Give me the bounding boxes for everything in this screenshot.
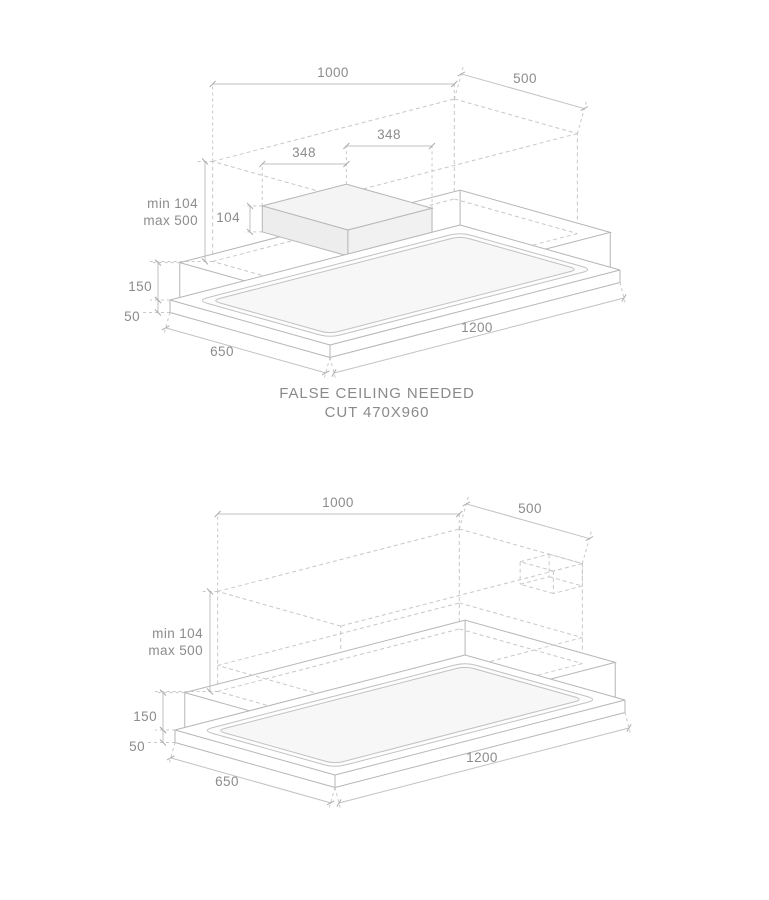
dim-label-top-depth: 500 (513, 71, 537, 86)
dim-label-top-depth: 500 (518, 501, 542, 516)
dim-label-height-min: min 104 (152, 626, 203, 641)
dim-label-height-max: max 500 (148, 643, 203, 658)
dim-label-height-max: max 500 (143, 213, 198, 228)
dim-label-body-height: 150 (128, 279, 152, 294)
diagram-bottom-view: 1000 500 min 104 max 500 150 50 650 1200 (129, 495, 632, 808)
dim-label-hood-width: 1200 (461, 320, 493, 335)
dim-label-duct-width: 348 (377, 127, 401, 142)
dim-label-top-width: 1000 (317, 65, 349, 80)
dim-label-duct-height: 104 (216, 210, 240, 225)
dim-label-duct-depth: 348 (292, 145, 316, 160)
bottom-view-linework (148, 496, 632, 808)
dim-label-flange-height: 50 (129, 739, 145, 754)
false-ceiling-note-line2: CUT 470X960 (325, 404, 430, 421)
dim-label-hood-depth: 650 (215, 774, 239, 789)
dim-label-body-height: 150 (133, 709, 157, 724)
dim-label-flange-height: 50 (124, 309, 140, 324)
top-view-linework (143, 66, 627, 378)
dim-label-hood-depth: 650 (210, 344, 234, 359)
false-ceiling-note-line1: FALSE CEILING NEEDED (279, 385, 475, 402)
dim-label-hood-width: 1200 (466, 750, 498, 765)
diagram-top-view: 1000 500 348 348 104 min 104 max 500 150… (124, 65, 627, 421)
dim-label-height-min: min 104 (147, 196, 198, 211)
dim-label-top-width: 1000 (322, 495, 354, 510)
